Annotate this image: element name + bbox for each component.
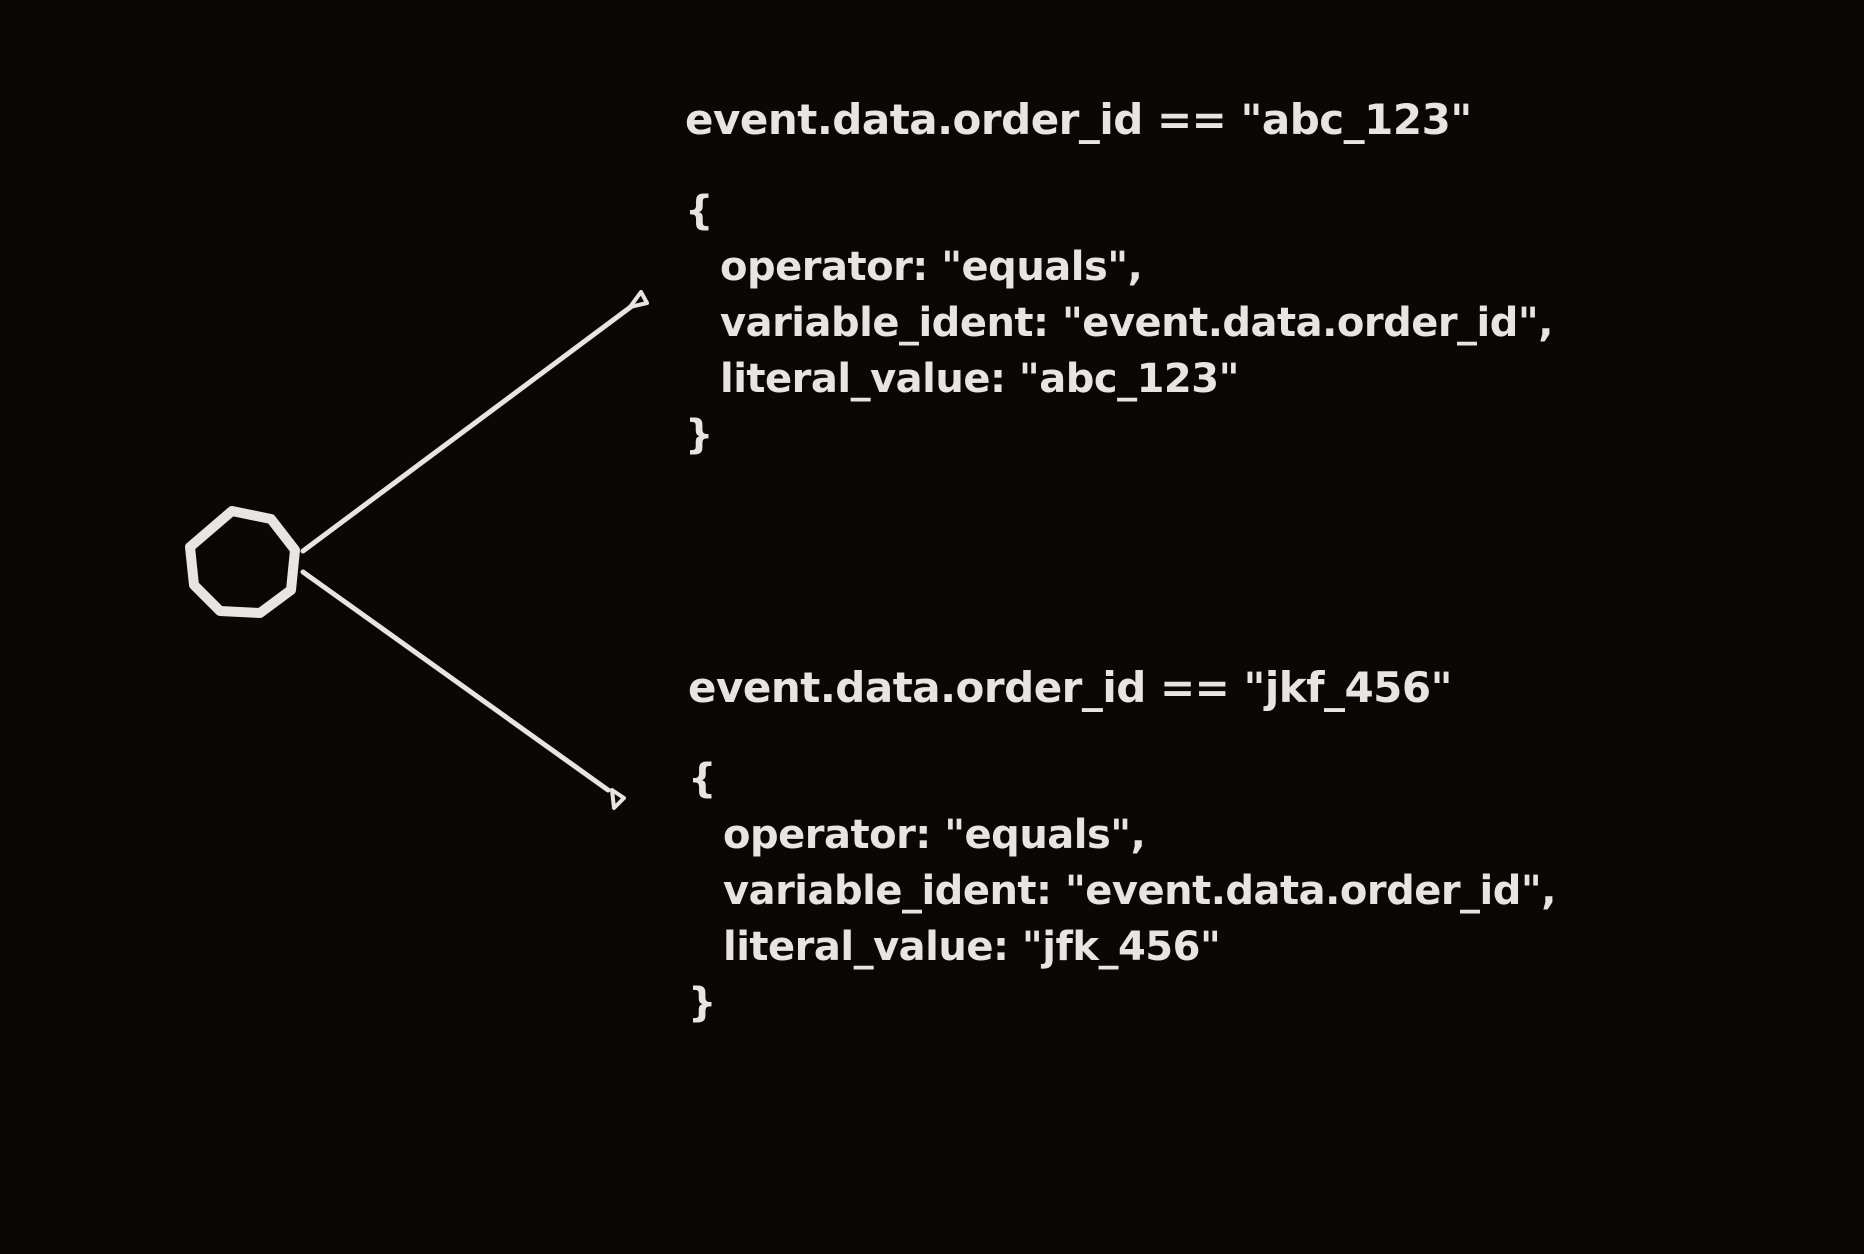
branch-1: event.data.order_id == "abc_123" { opera… xyxy=(685,95,1553,463)
code-line-close-brace: } xyxy=(688,980,716,1026)
code-line-operator: operator: "equals", xyxy=(723,812,1146,858)
code-line-literal-value: literal_value: "jfk_456" xyxy=(723,924,1221,970)
arrowhead-branch-1 xyxy=(628,290,649,309)
code-line-open-brace: { xyxy=(685,188,713,234)
code-line-close-brace: } xyxy=(685,412,713,458)
arrow-to-branch-2 xyxy=(300,569,626,810)
decision-node-circle xyxy=(185,506,300,618)
code-line-variable-ident: variable_ident: "event.data.order_id", xyxy=(720,300,1553,346)
branch-2-code-block: { operator: "equals", variable_ident: "e… xyxy=(688,751,1556,1031)
branch-1-code-block: { operator: "equals", variable_ident: "e… xyxy=(685,183,1553,463)
code-line-open-brace: { xyxy=(688,756,716,802)
arrowhead-branch-2 xyxy=(610,788,626,810)
arrow-to-branch-1 xyxy=(300,290,649,554)
code-line-variable-ident: variable_ident: "event.data.order_id", xyxy=(723,868,1556,914)
code-line-literal-value: literal_value: "abc_123" xyxy=(720,356,1239,402)
code-line-operator: operator: "equals", xyxy=(720,244,1143,290)
branch-2: event.data.order_id == "jkf_456" { opera… xyxy=(688,663,1556,1031)
branch-2-title: event.data.order_id == "jkf_456" xyxy=(688,663,1453,712)
branch-1-title: event.data.order_id == "abc_123" xyxy=(685,95,1472,144)
